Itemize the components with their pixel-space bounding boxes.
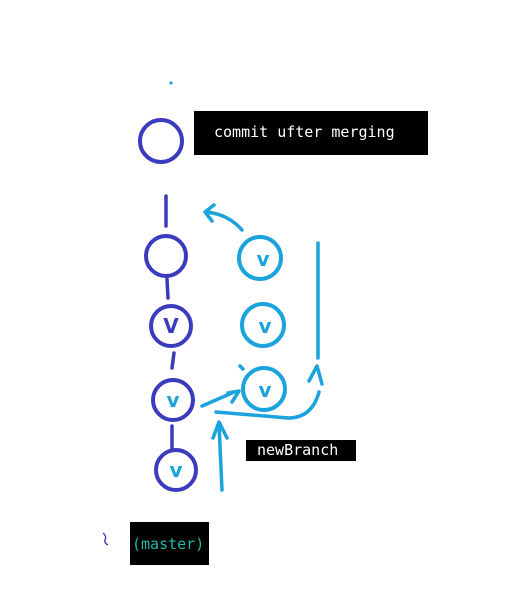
master-connector <box>165 277 170 300</box>
branch-commit: v <box>241 366 287 412</box>
branch-start-arrowhead <box>226 389 241 404</box>
new-branch-arrow <box>217 422 224 492</box>
master-commit: v <box>151 378 195 422</box>
master-commit <box>144 234 188 278</box>
master-branch-label-text: (master) <box>132 535 205 553</box>
svg-text:v: v <box>169 458 182 482</box>
merge-arrow <box>204 210 244 232</box>
branch-flow <box>200 203 324 492</box>
stray-mark <box>102 532 109 546</box>
branch-side-arrowhead <box>307 364 324 386</box>
merge-arrowhead <box>203 203 216 223</box>
svg-text:v: v <box>258 378 271 402</box>
svg-text:V: V <box>163 314 179 338</box>
svg-text:v: v <box>258 314 271 338</box>
branch-start-arrow <box>200 391 234 408</box>
master-connector <box>170 351 176 370</box>
new-branch-label-text: newBranch <box>257 441 339 459</box>
svg-text:v: v <box>166 388 179 412</box>
stray-dot <box>169 81 173 85</box>
master-connectors <box>164 194 176 451</box>
master-commit: V <box>149 304 193 348</box>
branch-side-arrow <box>214 390 321 420</box>
merge-commit-label: commit ufter merging <box>194 111 428 155</box>
branch-commit: v <box>237 235 283 281</box>
master-branch-label: (master) <box>130 522 209 565</box>
new-branch-arrowhead <box>211 420 229 440</box>
branch-commit: v <box>240 302 286 348</box>
master-commit <box>138 118 184 164</box>
merge-commit-label-text: commit ufter merging <box>214 123 395 141</box>
svg-text:v: v <box>256 247 269 271</box>
master-commit: v <box>154 448 198 492</box>
new-branch-label: newBranch <box>246 440 356 461</box>
branch-dash <box>238 364 245 371</box>
